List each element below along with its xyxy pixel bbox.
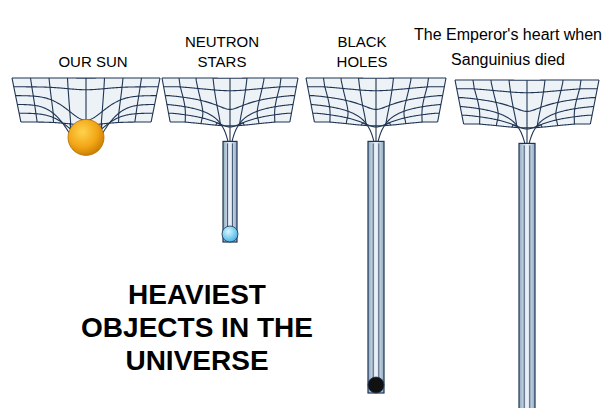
grid-line <box>313 113 440 127</box>
grid-line <box>165 96 294 110</box>
grid-line <box>574 80 581 124</box>
grid-line <box>464 124 591 128</box>
well-label: OUR SUN <box>48 52 138 72</box>
well-2 <box>306 78 446 393</box>
grid-line <box>162 77 298 78</box>
grid-line <box>309 96 442 110</box>
grid-line <box>170 122 290 126</box>
tube-line <box>227 143 228 234</box>
grid-line <box>455 80 464 124</box>
tube-line <box>524 145 525 408</box>
grid-line <box>213 78 220 125</box>
grid-line <box>17 104 154 154</box>
sun-sphere <box>68 119 104 155</box>
grid-line <box>314 122 437 126</box>
grid-line <box>306 77 446 78</box>
grid-line <box>458 98 595 112</box>
tube-line <box>232 143 233 234</box>
grid-line <box>462 115 592 129</box>
collapsed-star <box>368 377 384 393</box>
grid-line <box>386 78 393 125</box>
grid-line <box>12 78 21 122</box>
grid-line <box>324 78 331 122</box>
well-tube <box>368 141 384 393</box>
grid-line <box>31 78 38 122</box>
grid-line <box>164 87 297 91</box>
well-label: The Emperor's heart when Sanguinius died <box>408 22 608 72</box>
grid-line <box>290 78 298 122</box>
grid-line <box>169 113 292 127</box>
well-tube <box>223 141 237 242</box>
well-3 <box>455 80 599 408</box>
well-label: NEUTRON STARS <box>177 32 267 72</box>
well-1 <box>162 78 298 242</box>
collapsed-star <box>222 226 238 242</box>
grid-line <box>308 87 445 91</box>
grid-line <box>359 78 366 125</box>
grid-line <box>135 78 142 122</box>
grid-line <box>590 80 599 124</box>
grid-line <box>12 77 160 78</box>
grid-line <box>457 89 598 93</box>
grid-line <box>306 78 314 122</box>
grid-line <box>179 78 185 122</box>
tube-line <box>373 143 374 385</box>
well-tube <box>519 143 535 408</box>
grid-line <box>16 96 157 121</box>
grid-line <box>537 80 545 127</box>
grid-line <box>240 78 247 125</box>
meme-title: HEAVIEST OBJECTS IN THE UNIVERSE <box>72 278 322 377</box>
grid-line <box>275 78 281 122</box>
grid-line <box>509 80 517 127</box>
grid-line <box>473 80 480 124</box>
well-label: BLACK HOLES <box>322 32 402 72</box>
grid-line <box>14 87 158 90</box>
grid-line <box>455 79 599 80</box>
tube-line <box>378 143 379 385</box>
grid-line <box>438 78 446 122</box>
tube-line <box>529 145 530 408</box>
grid-line <box>151 78 160 122</box>
grid-line <box>162 78 170 122</box>
grid-line <box>422 78 429 122</box>
well-0 <box>12 78 160 155</box>
